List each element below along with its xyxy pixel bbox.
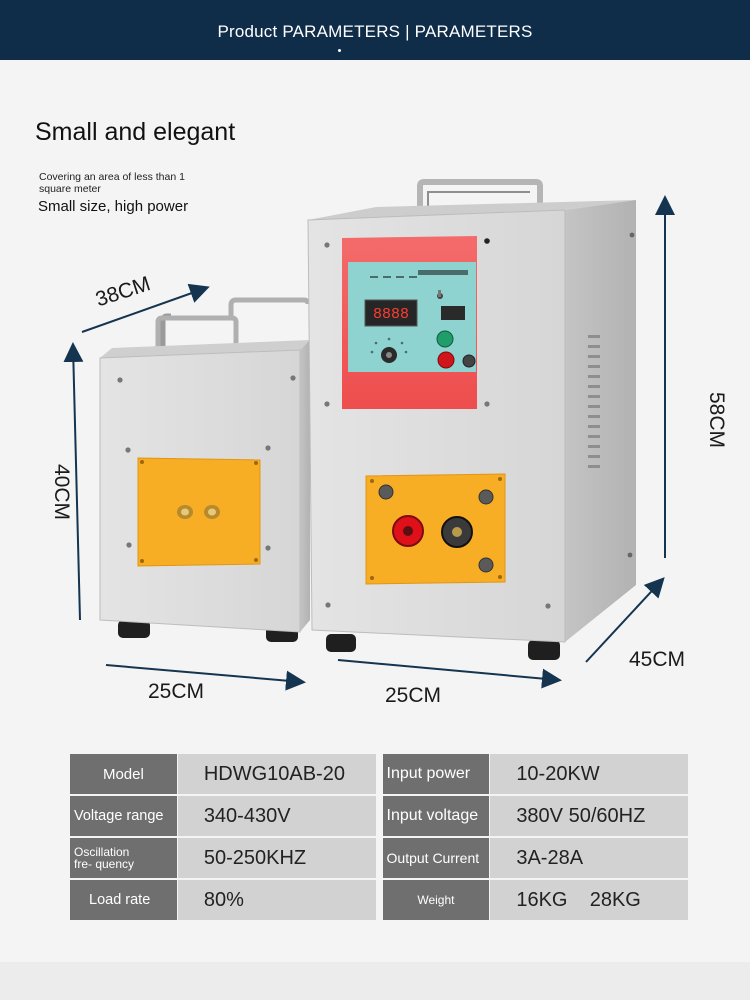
header-bar: Product PARAMETERS | PARAMETERS: [0, 0, 750, 60]
spec-value: 340-430V: [177, 796, 376, 836]
small-unit-handle: [160, 313, 171, 347]
dim-label-45cm: 45CM: [629, 648, 685, 671]
spec-value: 16KG 28KG: [490, 880, 689, 920]
dim-label-40cm: 40CM: [50, 464, 73, 520]
small-unit-side: [300, 340, 310, 632]
spec-label: Model: [70, 754, 177, 794]
spec-value: HDWG10AB-20: [177, 754, 376, 794]
dimension-arrows: [63, 195, 675, 691]
dim-label-25cm-small: 25CM: [148, 680, 204, 703]
large-unit-foot: [528, 640, 560, 660]
spec-row: Oscillation fre- quency 50-250KHZ Output…: [70, 838, 688, 878]
header-title: Product PARAMETERS | PARAMETERS: [217, 22, 533, 41]
spec-value: 3A-28A: [490, 838, 688, 878]
spec-label: Voltage range: [70, 796, 177, 836]
spec-value: 50-250KHZ: [177, 838, 376, 878]
spec-value: 380V 50/60HZ: [490, 796, 688, 836]
arrow-25cm-small: [105, 664, 306, 691]
aviation-plug-icon: [378, 484, 394, 500]
intro-heading: Small and elegant: [35, 118, 236, 146]
small-unit: [99, 297, 311, 642]
rocker-switch: [441, 306, 465, 320]
digital-display: [364, 299, 418, 327]
spec-table: Model HDWG10AB-20 Input power 10-20KW Vo…: [70, 754, 689, 922]
spec-label: Output Current: [382, 838, 490, 878]
intro-subheading: Small size, high power: [38, 198, 189, 215]
header-dot: [338, 49, 341, 52]
aviation-plug-icon: [478, 557, 494, 573]
dim-label-25cm-large: 25CM: [385, 684, 441, 707]
large-unit-output-panel: [365, 473, 506, 585]
stop-button: [437, 351, 455, 369]
spec-label: Oscillation fre- quency: [70, 838, 177, 878]
spec-label: Weight: [382, 880, 490, 920]
dim-label-38cm: 38CM: [93, 272, 153, 311]
water-fitting-icon: [177, 505, 220, 519]
large-unit: 8888: [307, 179, 636, 660]
footer-band: [0, 962, 750, 1000]
arrow-45cm: [585, 577, 665, 663]
small-unit-output-panel: [137, 457, 261, 567]
start-button: [436, 330, 454, 348]
spec-row: Model HDWG10AB-20 Input power 10-20KW: [70, 754, 688, 794]
intro-note: Covering an area of less than 1 square m…: [39, 171, 185, 195]
large-unit-side: [565, 200, 636, 642]
spec-row: Load rate 80% Weight 16KG 28KG: [70, 880, 689, 920]
spec-label: Input power: [382, 754, 490, 794]
dim-label-58cm: 58CM: [705, 392, 728, 448]
large-unit-foot: [326, 634, 356, 652]
display-digits: 8888: [373, 306, 409, 323]
spec-value: 10-20KW: [490, 754, 688, 794]
arrow-25cm-large: [337, 659, 562, 689]
spec-label: Input voltage: [382, 796, 490, 836]
aviation-plug-icon: [478, 489, 494, 505]
spec-label: Load rate: [70, 880, 177, 920]
large-unit-handle: [417, 179, 543, 210]
product-illustration: 8888 38CM 40CM 25CM 25CM 45CM 58CM: [50, 179, 728, 707]
small-unit-foot: [118, 620, 150, 638]
spec-row: Voltage range 340-430V Input voltage 380…: [70, 796, 688, 836]
spec-value: 80%: [177, 880, 376, 920]
connector-socket: [462, 354, 476, 368]
arrow-40cm: [63, 342, 84, 621]
arrow-38cm: [81, 283, 210, 333]
